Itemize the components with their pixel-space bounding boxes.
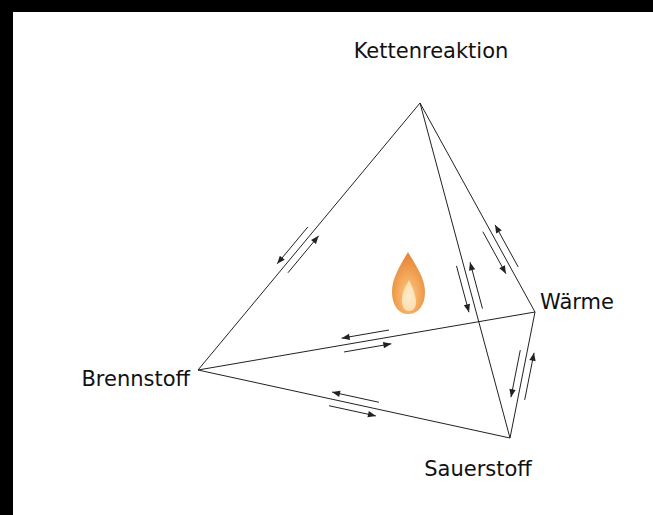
arrow-head	[311, 236, 319, 244]
arrow-head	[367, 411, 375, 417]
arrow-head	[469, 262, 475, 271]
arrow-pairs	[277, 225, 535, 417]
arrow-head	[464, 304, 470, 313]
arrow-head	[499, 265, 506, 274]
arrow-head	[495, 225, 502, 234]
vertex-label: Kettenreaktion	[354, 39, 509, 64]
arrow-shaft	[495, 225, 518, 267]
flame-icon	[392, 252, 425, 314]
vertex-label: Brennstoff	[81, 367, 190, 392]
arrow-head	[277, 256, 285, 264]
arrow-head	[342, 334, 350, 340]
background-panel	[13, 12, 653, 515]
arrow-head	[383, 342, 391, 348]
arrow-head	[509, 389, 515, 397]
arrow-head	[332, 391, 340, 397]
arrow-shaft	[277, 227, 308, 264]
tetrahedron-edges	[198, 103, 535, 438]
vertex-label: Sauerstoff	[424, 457, 532, 482]
arrow-head	[529, 353, 535, 361]
vertex-label: Wärme	[540, 290, 614, 315]
arrow-shaft	[288, 236, 319, 273]
